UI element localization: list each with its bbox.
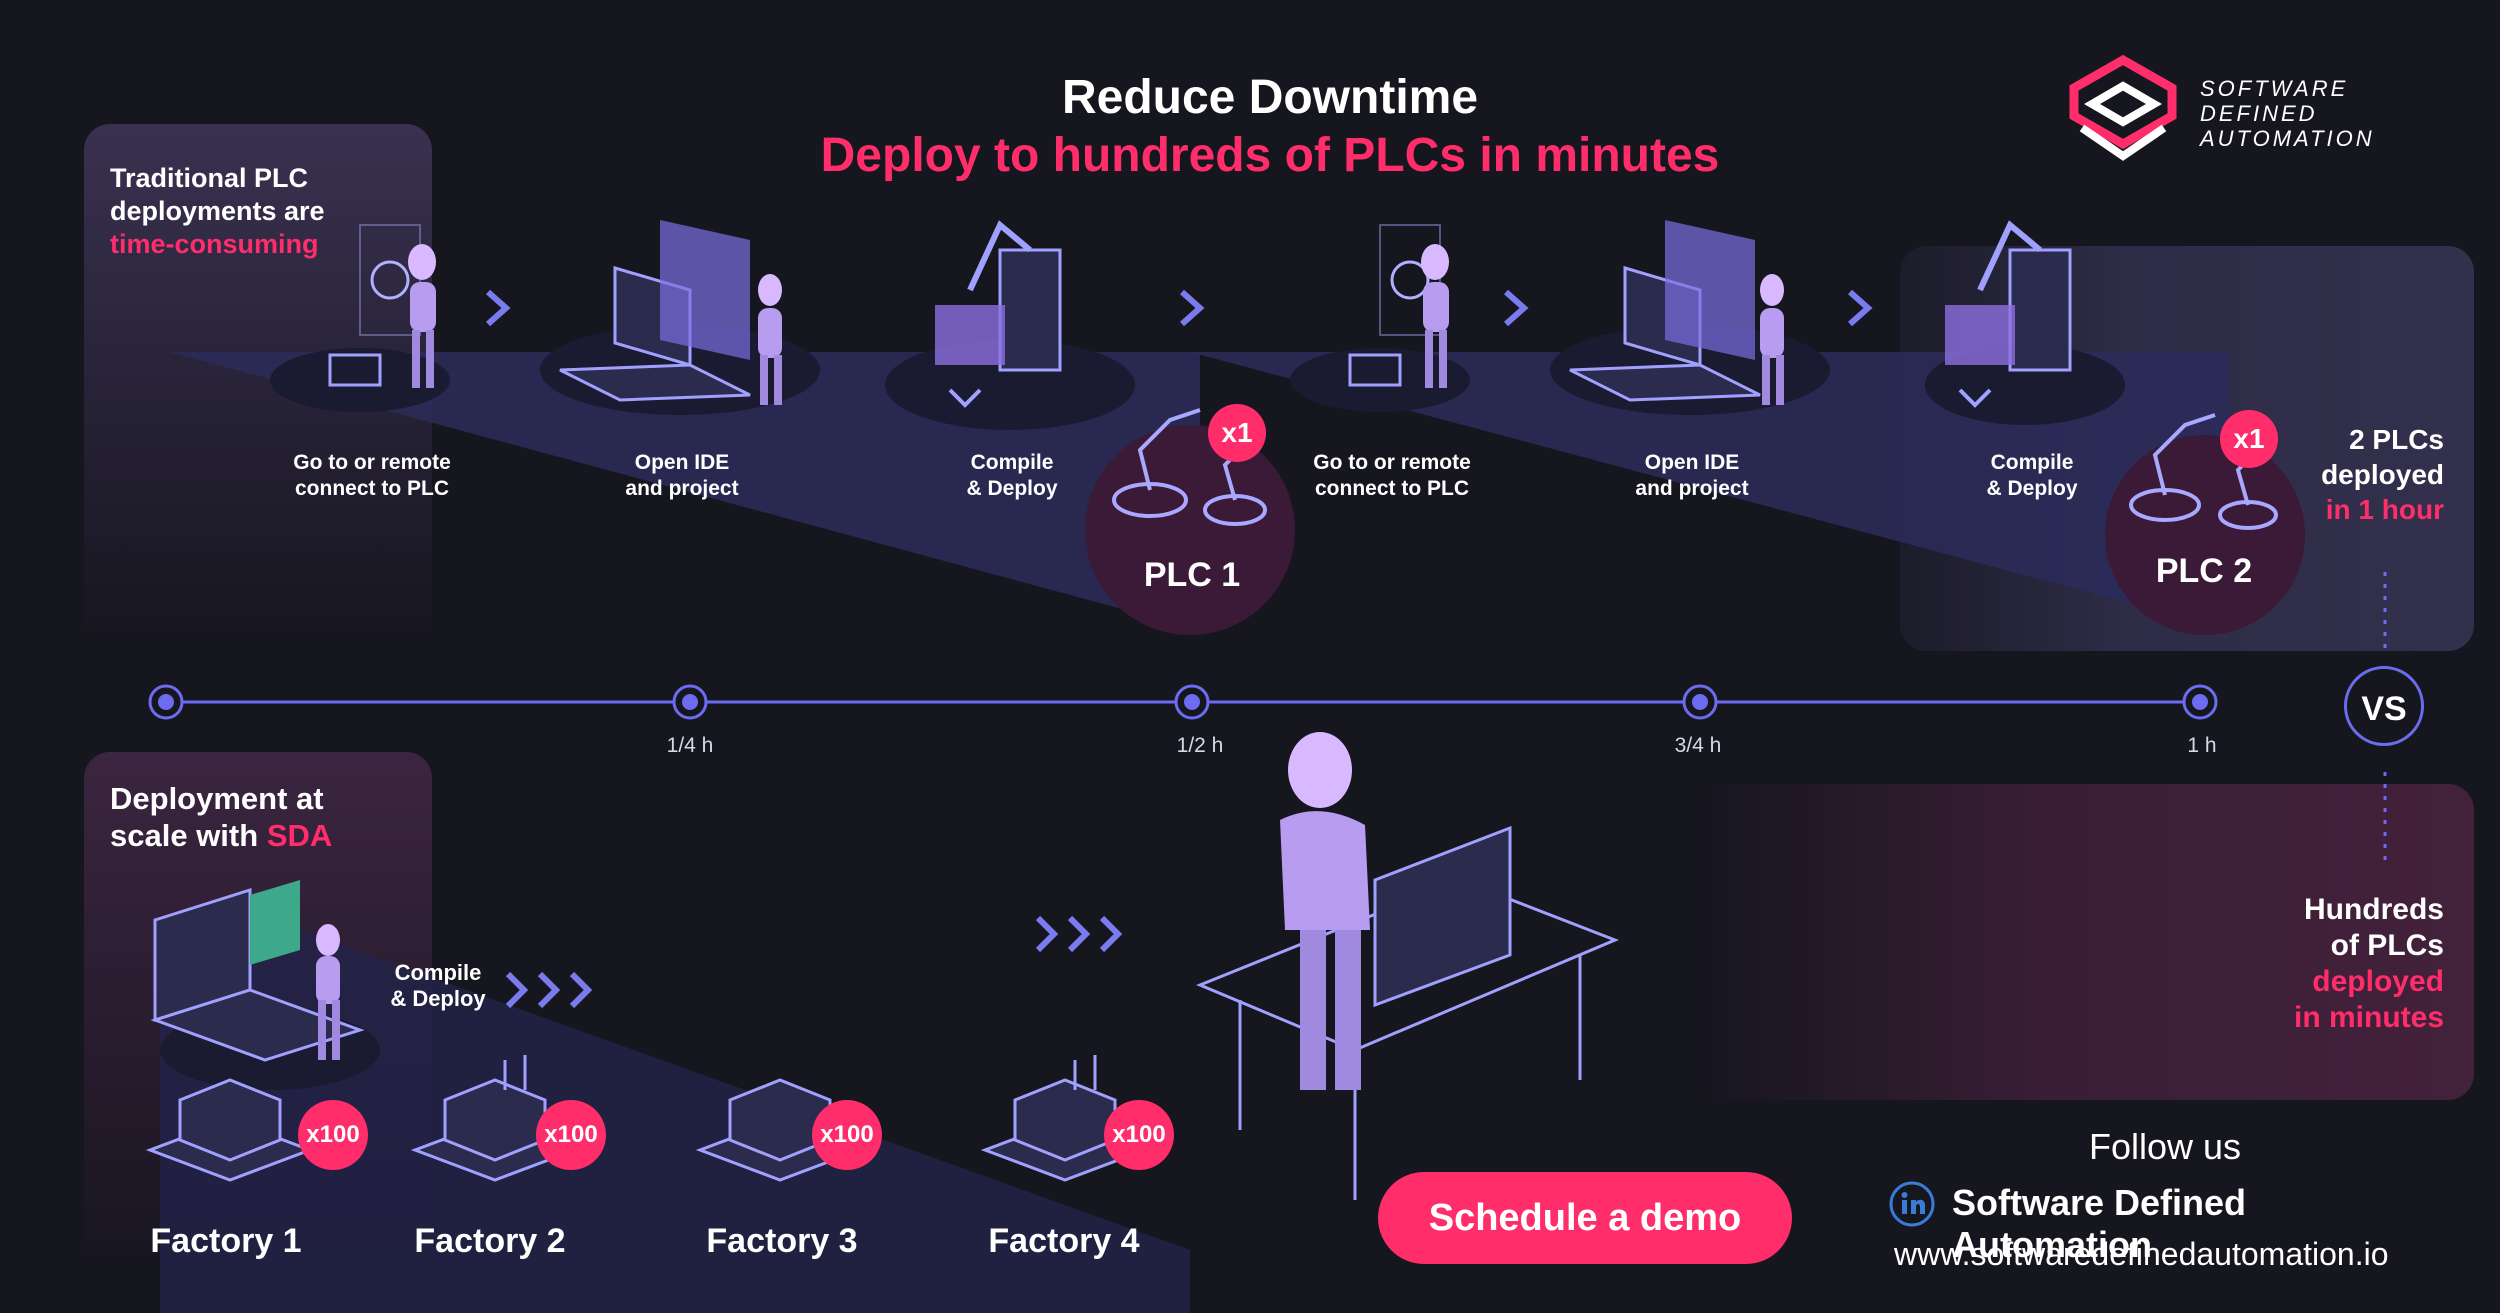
factory4-label: Factory 4: [988, 1222, 1140, 1260]
summary-line: Hundreds: [2303, 893, 2444, 926]
schedule-demo-button[interactable]: Schedule a demo: [1378, 1172, 1792, 1264]
vs-badge: VS: [2344, 666, 2424, 746]
step-label-line: Compile: [1990, 451, 2074, 474]
sda-heading-line2-text: scale with: [110, 818, 259, 853]
step-label-2: Open IDE and project: [562, 450, 802, 502]
timeline-tick-three-quarter: 3/4 h: [1674, 734, 1722, 757]
step-label-line: & Deploy: [966, 477, 1058, 500]
open-ide-illustration-1: [540, 220, 820, 415]
step-label-line: Go to or remote: [1313, 451, 1471, 474]
timeline-tick-hour: 1 h: [2187, 734, 2217, 757]
traditional-heading-line2: deployments are: [110, 196, 325, 226]
factory1-badge: x100: [298, 1100, 368, 1170]
company-link[interactable]: Software Defined Automation: [1952, 1182, 2247, 1265]
chevron-right-icon: [1504, 289, 1529, 327]
connect-plc-illustration-1: [270, 224, 450, 412]
summary-highlight: in minutes: [2293, 1001, 2444, 1034]
step-label-line: Compile: [970, 451, 1054, 474]
factory2-label: Factory 2: [414, 1222, 566, 1260]
plc2-glow: [2105, 435, 2305, 635]
plc1-glow: [1085, 425, 1295, 635]
website-link[interactable]: www.softwaredefinedautomation.io: [1894, 1236, 2389, 1272]
timeline-tick-quarter: 1/4 h: [666, 734, 714, 757]
sda-step-label: Compile & Deploy: [318, 960, 558, 1012]
summary-highlight: deployed: [2312, 965, 2444, 998]
traditional-heading-highlight: time-consuming: [110, 229, 319, 259]
timeline-tick-half: 1/2 h: [1176, 734, 1224, 757]
sda-heading-line2: scale with SDA: [110, 817, 430, 854]
triple-chevron-icon: [1035, 915, 1123, 953]
traditional-summary: 2 PLCs deployed in 1 hour: [2260, 422, 2444, 527]
factory4-badge: x100: [1104, 1100, 1174, 1170]
sda-summary: Hundreds of PLCs deployed in minutes: [2180, 892, 2444, 1036]
open-ide-illustration-2: [1550, 220, 1830, 415]
compile-deploy-illustration-1: [885, 220, 1135, 430]
plc2-badge: x1: [2220, 410, 2278, 468]
summary-line: 2 PLCs: [2349, 424, 2444, 455]
step-label-3: Compile & Deploy: [892, 450, 1132, 502]
plc1-label: PLC 1: [1143, 556, 1241, 594]
step-label-1: Go to or remote connect to PLC: [252, 450, 492, 502]
summary-line: deployed: [2321, 459, 2444, 490]
step-label-line: and project: [625, 477, 739, 500]
sda-heading: Deployment at scale with SDA: [110, 780, 430, 854]
compile-deploy-illustration-2: [1925, 220, 2125, 425]
step-label-line: Open IDE: [1644, 451, 1740, 474]
step-label-line: & Deploy: [1986, 477, 2078, 500]
timeline: [148, 572, 2387, 862]
step-label-6: Compile & Deploy: [1912, 450, 2152, 502]
factory1-label: Factory 1: [150, 1222, 302, 1260]
sda-logo-icon: [2069, 54, 2177, 161]
logo-line1: SOFTWARE: [2200, 76, 2349, 101]
page-subtitle: Deploy to hundreds of PLCs in minutes: [820, 129, 1720, 182]
summary-highlight: in 1 hour: [2325, 494, 2444, 525]
chevron-right-icon: [1848, 289, 1873, 327]
triple-chevron-icon: [505, 971, 593, 1009]
step-label-line: & Deploy: [390, 986, 486, 1011]
factory-illustrations: [145, 1055, 1150, 1182]
chevron-right-icon: [1180, 289, 1205, 327]
chevron-right-icon: [486, 289, 511, 327]
factory3-badge: x100: [812, 1100, 882, 1170]
plc2-label: PLC 2: [2155, 552, 2253, 590]
step-label-line: connect to PLC: [294, 477, 449, 500]
factory2-badge: x100: [536, 1100, 606, 1170]
page-title: Reduce Downtime: [1061, 71, 1479, 124]
traditional-heading: Traditional PLC deployments are time-con…: [110, 162, 430, 261]
linkedin-icon[interactable]: [1888, 1180, 1936, 1228]
follow-us-label: Follow us: [2088, 1126, 2242, 1167]
factory3-label: Factory 3: [706, 1222, 858, 1260]
sda-laptop-illustration: [150, 880, 380, 1090]
traditional-heading-line1: Traditional PLC: [110, 163, 309, 193]
logo-wordmark: SOFTWARE DEFINED AUTOMATION: [2200, 76, 2460, 151]
summary-line: of PLCs: [2330, 929, 2444, 962]
step-label-5: Open IDE and project: [1572, 450, 1812, 502]
logo-line2: DEFINED: [2200, 101, 2318, 126]
step-label-line: connect to PLC: [1314, 477, 1469, 500]
step-label-4: Go to or remote connect to PLC: [1272, 450, 1512, 502]
engineer-desk-illustration: [1196, 732, 1619, 1200]
connect-plc-illustration-2: [1290, 224, 1470, 412]
step-label-line: Go to or remote: [293, 451, 451, 474]
step-label-line: Compile: [394, 960, 482, 985]
plc2-robot-arm-icon: [2129, 413, 2278, 530]
sda-heading-line1: Deployment at: [110, 781, 324, 816]
step-label-line: Open IDE: [634, 451, 730, 474]
logo-line3: AUTOMATION: [2200, 126, 2375, 151]
sda-summary-panel: [1700, 784, 2474, 1100]
sda-heading-highlight: SDA: [266, 818, 333, 853]
step-label-line: and project: [1635, 477, 1749, 500]
plc1-badge: x1: [1208, 404, 1266, 462]
